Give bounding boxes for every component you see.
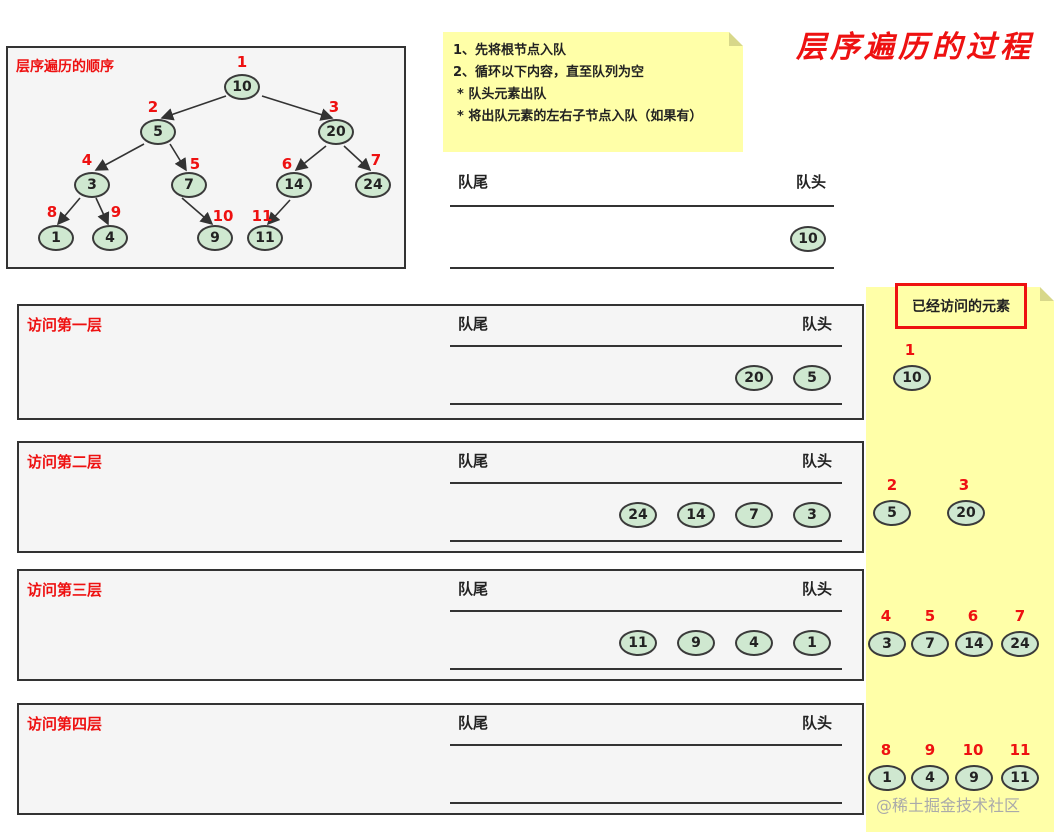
initial-queue-head-label: 队头: [796, 173, 827, 191]
initial-queue-bottom-line: [450, 267, 834, 269]
visited-node: 3: [868, 631, 906, 657]
tree-node: 9: [197, 225, 233, 251]
steps-note: [443, 32, 743, 152]
tree-node: 11: [247, 225, 283, 251]
visited-order: 3: [958, 476, 970, 494]
queue-node: 20: [735, 365, 773, 391]
step-2b: * 将出队元素的左右子节点入队（如果有）: [457, 109, 703, 124]
queue-node: 4: [735, 630, 773, 656]
tree-node: 14: [276, 172, 312, 198]
queue-head-label: 队头: [802, 580, 833, 598]
tree-node-order: 1: [236, 53, 248, 71]
visited-order: 10: [962, 741, 984, 759]
tree-node: 10: [224, 74, 260, 100]
queue-tail-label: 队尾: [458, 580, 489, 598]
step-2: 2、循环以下内容，直至队列为空: [453, 65, 645, 80]
tree-node: 1: [38, 225, 74, 251]
queue-bottom-line: [450, 540, 842, 542]
visited-order: 7: [1014, 607, 1026, 625]
initial-queue-tail-label: 队尾: [458, 173, 489, 191]
tree-node-order: 5: [189, 155, 201, 173]
steps-note-fold: [729, 32, 743, 46]
tree-edges: [56, 95, 372, 226]
level-panel: [17, 703, 864, 815]
visited-node: 14: [955, 631, 993, 657]
queue-bottom-line: [450, 802, 842, 804]
step-1: 1、先将根节点入队: [453, 43, 567, 58]
queue-node: 7: [735, 502, 773, 528]
tree-node-order: 11: [251, 207, 273, 225]
queue-node: 3: [793, 502, 831, 528]
visited-order: 9: [924, 741, 936, 759]
visited-node: 7: [911, 631, 949, 657]
tree-node-order: 2: [147, 98, 159, 116]
visited-node: 10: [893, 365, 931, 391]
visited-order: 8: [880, 741, 892, 759]
tree-node-order: 9: [110, 203, 122, 221]
visited-node: 11: [1001, 765, 1039, 791]
visited-node: 1: [868, 765, 906, 791]
queue-top-line: [450, 345, 842, 347]
step-2a: * 队头元素出队: [457, 87, 547, 102]
visited-note-fold: [1040, 287, 1054, 301]
initial-queue-top-line: [450, 205, 834, 207]
queue-bottom-line: [450, 668, 842, 670]
queue-node: 9: [677, 630, 715, 656]
page-title: 层序遍历的过程: [796, 30, 1034, 65]
tree-node-order: 6: [281, 155, 293, 173]
queue-bottom-line: [450, 403, 842, 405]
tree-panel-label: 层序遍历的顺序: [16, 59, 114, 75]
queue-node: 10: [790, 226, 826, 252]
tree-node: 5: [140, 119, 176, 145]
queue-node: 1: [793, 630, 831, 656]
tree-node-order: 7: [370, 151, 382, 169]
tree-node-order: 10: [212, 207, 234, 225]
level-label: 访问第一层: [27, 316, 103, 334]
queue-top-line: [450, 744, 842, 746]
queue-node: 24: [619, 502, 657, 528]
visited-order: 2: [886, 476, 898, 494]
queue-top-line: [450, 482, 842, 484]
visited-order: 4: [880, 607, 892, 625]
tree-node: 24: [355, 172, 391, 198]
queue-tail-label: 队尾: [458, 315, 489, 333]
visited-order: 11: [1009, 741, 1031, 759]
steps-text: 1、先将根节点入队 2、循环以下内容，直至队列为空 * 队头元素出队 * 将出队…: [453, 40, 702, 128]
visited-node: 20: [947, 500, 985, 526]
visited-order: 1: [904, 341, 916, 359]
visited-order: 5: [924, 607, 936, 625]
queue-head-label: 队头: [802, 315, 833, 333]
queue-head-label: 队头: [802, 714, 833, 732]
visited-node: 9: [955, 765, 993, 791]
tree-node: 20: [318, 119, 354, 145]
visited-node: 24: [1001, 631, 1039, 657]
queue-head-label: 队头: [802, 452, 833, 470]
level-panel: [17, 569, 864, 681]
queue-node: 14: [677, 502, 715, 528]
tree-node-order: 3: [328, 98, 340, 116]
watermark: @稀土掘金技术社区: [876, 796, 1021, 815]
level-panel: [17, 304, 864, 420]
visited-order: 6: [967, 607, 979, 625]
level-label: 访问第三层: [27, 581, 103, 599]
queue-node: 11: [619, 630, 657, 656]
level-label: 访问第二层: [27, 453, 103, 471]
tree-node: 7: [171, 172, 207, 198]
level-label: 访问第四层: [27, 715, 103, 733]
visited-node: 4: [911, 765, 949, 791]
queue-tail-label: 队尾: [458, 452, 489, 470]
visited-node: 5: [873, 500, 911, 526]
queue-tail-label: 队尾: [458, 714, 489, 732]
tree-node-order: 4: [81, 151, 93, 169]
queue-node: 5: [793, 365, 831, 391]
queue-top-line: [450, 610, 842, 612]
visited-title: 已经访问的元素: [895, 283, 1027, 329]
tree-node-order: 8: [46, 203, 58, 221]
level-panel: [17, 441, 864, 553]
tree-node: 3: [74, 172, 110, 198]
tree-node: 4: [92, 225, 128, 251]
